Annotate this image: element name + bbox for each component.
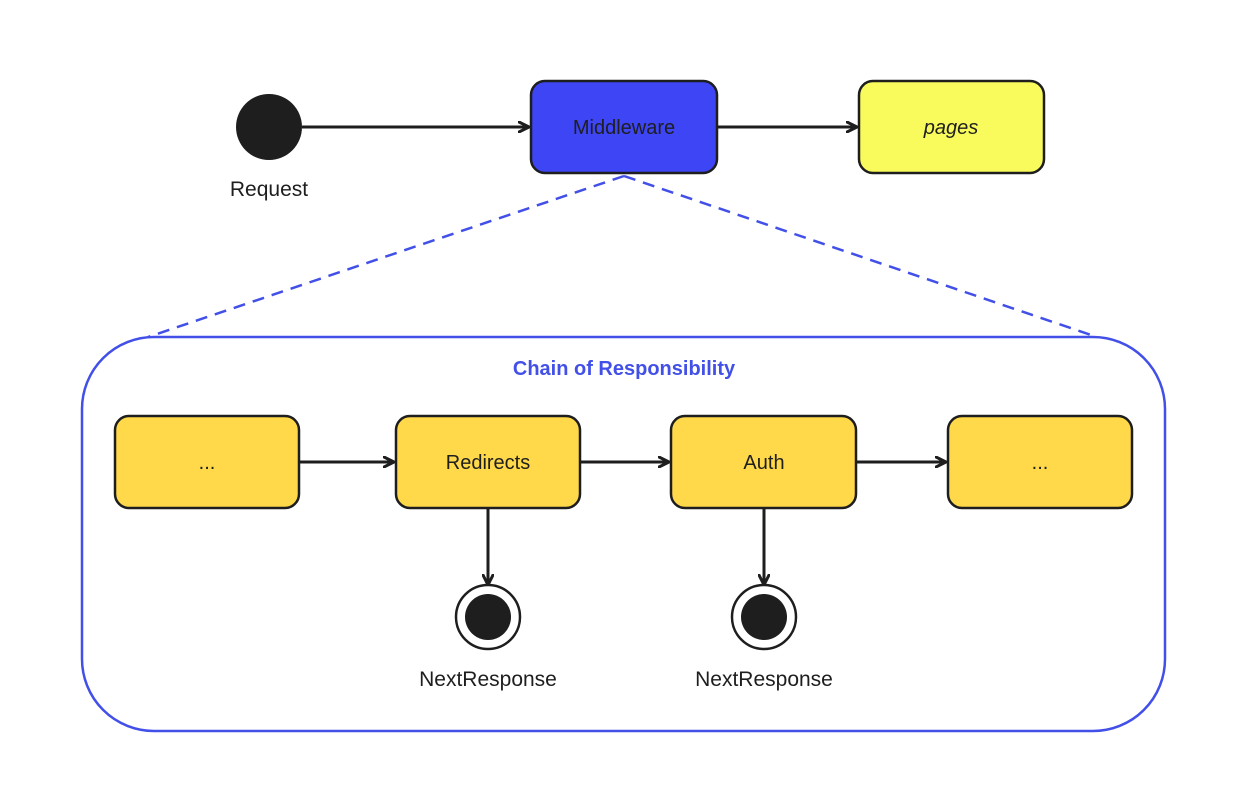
- chain-node-ellipsis-start: [113, 414, 301, 510]
- chain-node-redirects: [394, 414, 582, 510]
- pages-label: pages: [923, 117, 979, 139]
- middleware-node: [529, 79, 719, 175]
- next-response-label-1: NextResponse: [419, 668, 557, 691]
- chain-container: [80, 335, 1167, 733]
- chain-node-ellipsis-end-label: ...: [1032, 452, 1049, 474]
- middleware-label: Middleware: [573, 117, 675, 139]
- chain-node-auth-label: Auth: [743, 452, 784, 474]
- zoom-line-right: [623, 174, 1098, 339]
- chain-node-auth: [669, 414, 858, 510]
- end-state-auth: [730, 583, 798, 651]
- chain-node-redirects-label: Redirects: [446, 452, 530, 474]
- end-state-redirects: [454, 583, 522, 651]
- pages-node: [857, 79, 1046, 175]
- request-start-node: [236, 94, 302, 160]
- chain-node-ellipsis-end: [946, 414, 1134, 510]
- next-response-label-2: NextResponse: [695, 668, 833, 691]
- zoom-line-left: [147, 174, 625, 339]
- request-label: Request: [230, 178, 308, 201]
- chain-title: Chain of Responsibility: [513, 358, 736, 380]
- chain-node-ellipsis-start-label: ...: [199, 452, 216, 474]
